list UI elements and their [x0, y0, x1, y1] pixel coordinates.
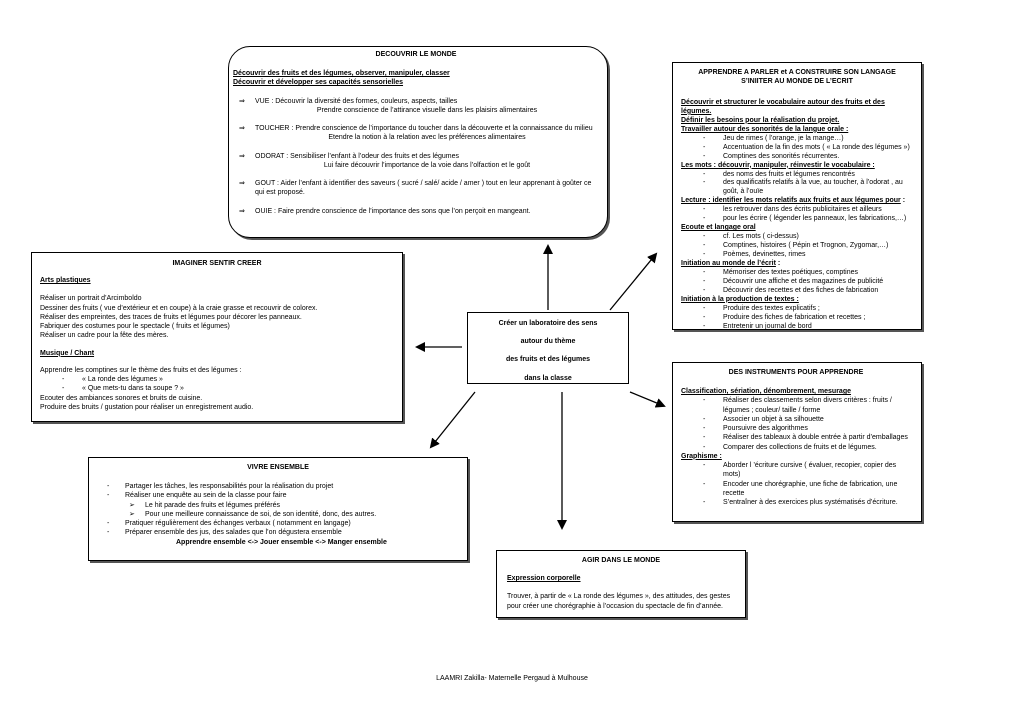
list-item: -Accentuation de la fin des mots ( « La … [703, 143, 910, 151]
arts-line: Réaliser des empreintes, des traces de f… [40, 313, 302, 321]
list-item: -Jeu de rimes ( l’orange, je la mange…) [703, 134, 844, 142]
tools-heading: Classification, sériation, dénombrement,… [681, 388, 851, 396]
list-item: -Entretenir un journal de bord [703, 322, 812, 330]
list-item: -cf. Les mots ( ci-dessus) [703, 233, 799, 241]
discover-world-box: DECOUVRIR LE MONDE Découvrir des fruits … [228, 46, 608, 238]
list-item: -pour les écrire ( légender les panneaux… [703, 215, 907, 223]
arrow-down-left [429, 391, 476, 449]
arrowhead-bullet-icon: ➢ [129, 510, 135, 518]
sense-item: ⇒VUE : Découvrir la diversité des formes… [239, 97, 538, 114]
language-box: APPRENDRE A PARLER et A CONSTRUIRE SON L… [672, 62, 922, 330]
discover-title: DECOUVRIR LE MONDE [375, 51, 457, 58]
list-item: -« Que mets-tu dans ta soupe ? » [62, 385, 184, 393]
list-item: -Partager les tâches, les responsabilité… [107, 483, 334, 491]
list-item: -Comparer des collections de fruits et d… [703, 443, 877, 451]
sense-item: ⇒TOUCHER : Prendre conscience de l’impor… [239, 125, 593, 142]
center-line: dans la classe [524, 374, 572, 382]
arrow-bullet-icon: ⇒ [239, 180, 245, 188]
language-heading: Définir les besoins pour la réalisation … [681, 116, 840, 124]
act-text: Trouver, à partir de « La ronde des légu… [507, 593, 731, 610]
language-heading: Lecture : identifier les mots relatifs a… [681, 197, 906, 205]
list-item: -Découvrir une affiche et des magazines … [703, 277, 884, 285]
language-heading: Initiation au monde de l’écrit : [681, 260, 781, 268]
arrow-up-right [609, 252, 658, 311]
sense-item: ⇒GOUT : Aider l’enfant à identifier des … [239, 180, 592, 197]
language-heading: Initiation à la production de textes : [681, 295, 799, 303]
language-heading: Les mots : découvrir, manipuler, réinves… [681, 161, 875, 169]
language-heading: Ecoute et langage oral [681, 224, 756, 232]
list-item: -des noms des fruits et légumes rencontr… [703, 170, 855, 178]
imagine-title: IMAGINER SENTIR CREER [172, 260, 262, 267]
arrow-bullet-icon: ⇒ [239, 152, 245, 160]
arts-heading: Arts plastiques [40, 277, 91, 285]
living-motto: Apprendre ensemble <-> Jouer ensemble <-… [176, 538, 387, 546]
language-title: APPRENDRE A PARLER et A CONSTRUIRE SON L… [698, 69, 896, 76]
list-item: -les retrouver dans des écrits publicita… [703, 206, 882, 214]
language-heading: Travailler autour des sonorités de la la… [681, 125, 849, 133]
tools-title: DES INSTRUMENTS POUR APPRENDRE [728, 369, 864, 376]
center-line: des fruits et des légumes [505, 356, 591, 364]
list-item: -Encoder une chorégraphie, une fiche de … [703, 480, 898, 497]
list-item: -Comptines, histoires ( Pépin et Trognon… [703, 242, 889, 250]
list-item: -Poèmes, devinettes, rimes [703, 251, 806, 259]
music-heading: Musique / Chant [40, 349, 95, 357]
footer-credit: LAAMRI Zakilla- Maternelle Pergaud à Mul… [436, 675, 588, 682]
list-item: -S’entraîner à des exercices plus systém… [703, 499, 898, 507]
music-line: Ecouter des ambiances sonores et bruits … [40, 394, 203, 402]
arts-line: Réaliser un portrait d’Arcimboldo [40, 295, 142, 303]
learning-tools-box: DES INSTRUMENTS POUR APPRENDRE Classific… [672, 362, 922, 522]
list-item: -Produire des fiches de fabrication et r… [703, 313, 866, 321]
list-item: -Pratiquer régulièrement des échanges ve… [107, 520, 351, 528]
language-heading: Découvrir et structurer le vocabulaire a… [681, 98, 885, 115]
list-item: -Produire des textes explicatifs ; [703, 304, 820, 312]
center-line: autour du thème [520, 338, 576, 346]
sense-item: ⇒ODORAT : Sensibiliser l’enfant à l’odeu… [239, 152, 531, 169]
arts-line: Réaliser un cadre pour la fête des mères… [40, 332, 169, 340]
language-subtitle: S’INIITER AU MONDE DE L’ECRIT [741, 77, 853, 85]
sub-list-item: ➢Pour une meilleure connaissance de soi,… [129, 510, 377, 518]
arrow-bullet-icon: ⇒ [239, 97, 245, 105]
arrowhead-bullet-icon: ➢ [129, 501, 135, 509]
list-item: -« La ronde des légumes » [62, 376, 163, 384]
imagine-create-box: IMAGINER SENTIR CREER Arts plastiques Ré… [31, 252, 403, 422]
list-item: -Découvrir des recettes et des fiches de… [703, 286, 879, 294]
list-item: -Poursuivre des algorithmes [703, 425, 808, 433]
list-item: -Comptines des sonorités récurrentes. [703, 152, 840, 160]
act-heading: Expression corporelle [507, 575, 581, 583]
arrow-bullet-icon: ⇒ [239, 207, 245, 215]
living-together-box: VIVRE ENSEMBLE -Partager les tâches, les… [88, 457, 468, 561]
list-item: -Préparer ensemble des jus, des salades … [107, 529, 342, 537]
list-item: -des qualificatifs relatifs à la vue, au… [703, 179, 903, 196]
list-item: -Réaliser des tableaux à double entrée à… [703, 434, 908, 442]
living-title: VIVRE ENSEMBLE [247, 464, 309, 471]
list-item: -Aborder l ’écriture cursive ( évaluer, … [703, 462, 897, 479]
discover-heading: Découvrir des fruits et des légumes, obs… [233, 70, 450, 78]
center-theme-box: Créer un laboratoire des sens autour du … [467, 312, 629, 384]
act-title: AGIR DANS LE MONDE [581, 557, 661, 564]
act-world-box: AGIR DANS LE MONDE Expression corporelle… [496, 550, 746, 618]
list-item: -Mémoriser des textes poétiques, comptin… [703, 269, 859, 277]
center-line: Créer un laboratoire des sens [498, 320, 598, 327]
tools-heading: Graphisme : [681, 452, 722, 460]
arts-line: Fabriquer des costumes pour le spectacle… [40, 323, 230, 331]
list-item: -Réaliser des classements selon divers c… [703, 397, 892, 414]
list-item: -Réaliser une enquête au sein de la clas… [107, 492, 287, 500]
music-line: Produire des bruits / gustation pour réa… [40, 403, 254, 411]
discover-heading-senses: Découvrir et développer ses capacités se… [233, 79, 404, 87]
arrow-right [629, 391, 666, 408]
music-line: Apprendre les comptines sur le thème des… [40, 366, 242, 374]
sub-list-item: ➢Le hit parade des fruits et légumes pré… [129, 501, 281, 509]
list-item: -Associer un objet à sa silhouette [703, 415, 824, 423]
arrow-bullet-icon: ⇒ [239, 125, 245, 133]
arts-line: Dessiner des fruits ( vue d’extérieur et… [40, 304, 318, 312]
sense-item: ⇒OUIE : Faire prendre conscience de l’im… [239, 207, 531, 215]
